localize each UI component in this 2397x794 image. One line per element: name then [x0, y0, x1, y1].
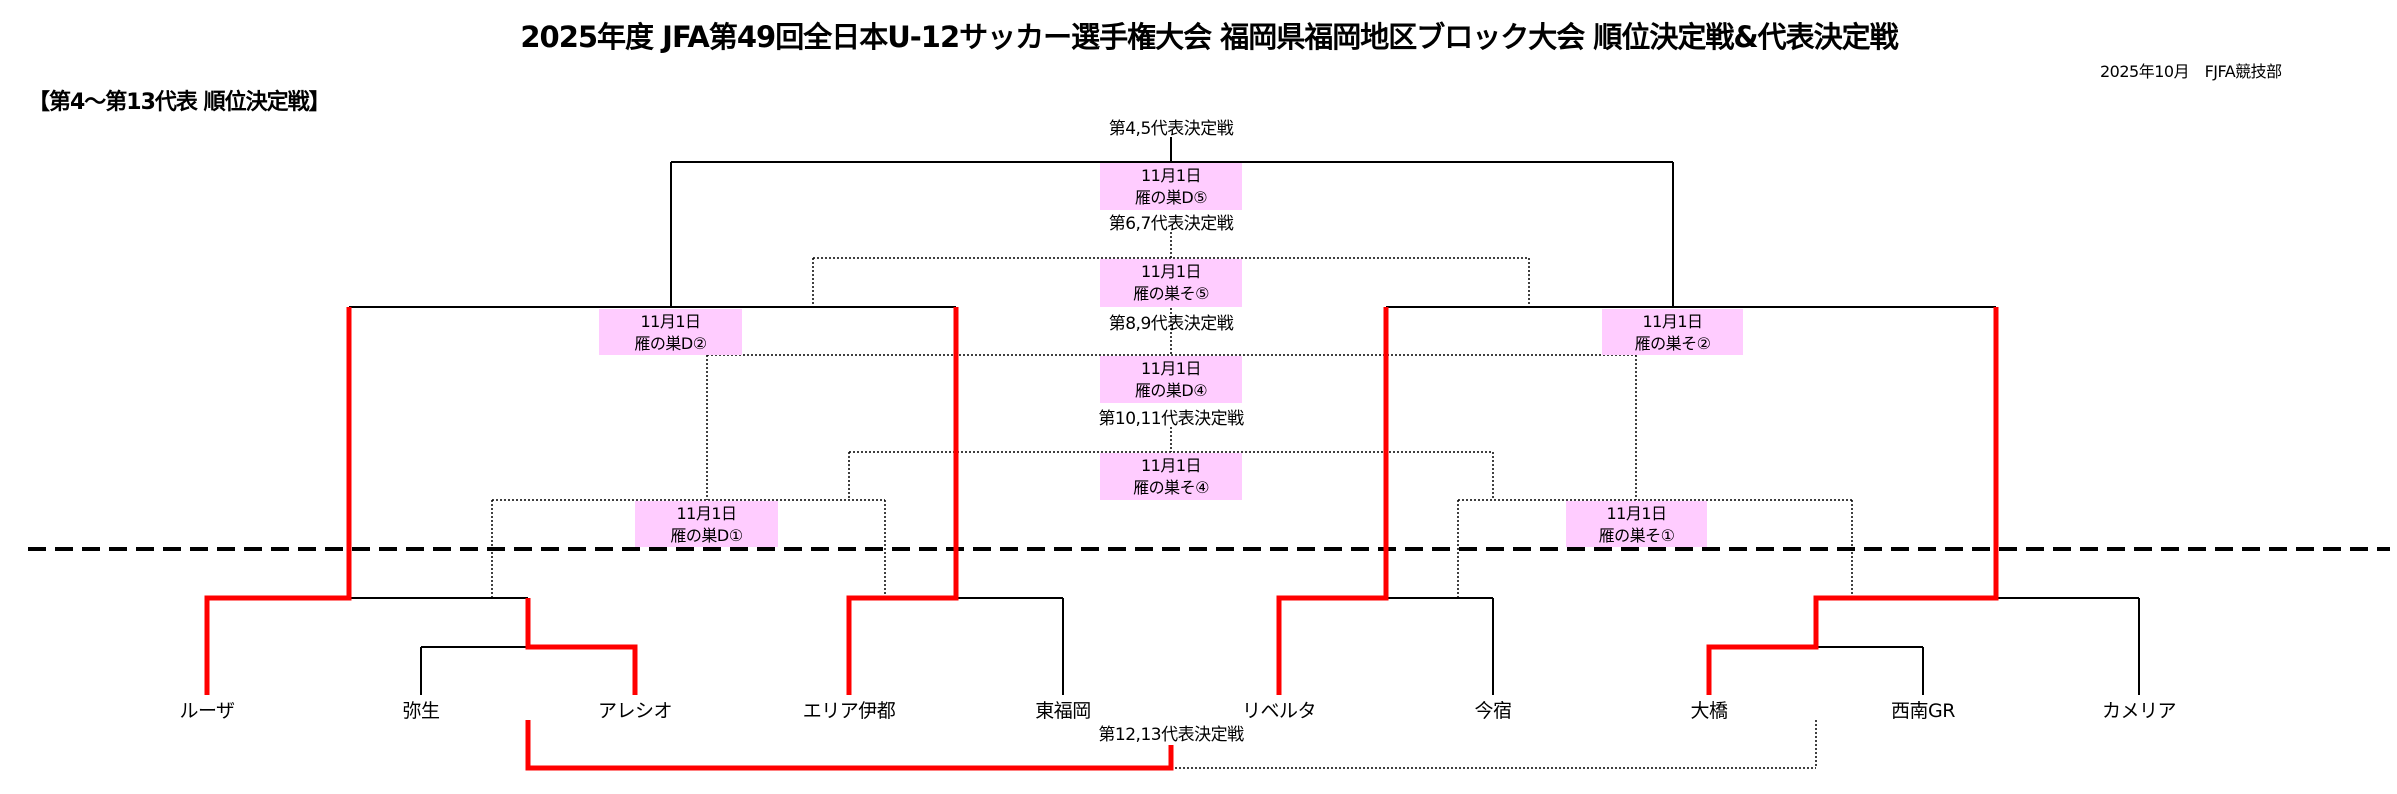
match-label-67: 第6,7代表決定戦 — [1108, 214, 1234, 234]
venue-place: 雁の巣そ② — [1634, 334, 1711, 353]
venue-date: 11月1日 — [1642, 312, 1703, 331]
venue-box-so2: 11月1日雁の巣そ② — [1602, 309, 1743, 355]
team-eria-ito: エリア伊都 — [802, 700, 896, 722]
venue-place: 雁の巣そ④ — [1133, 478, 1209, 497]
red-path-ruza — [204, 307, 352, 695]
venue-place: 雁の巣D④ — [1134, 381, 1208, 400]
red-path-riberuta — [1276, 307, 1389, 695]
venue-date: 11月1日 — [640, 312, 701, 331]
team-yayoi: 弥生 — [402, 700, 440, 722]
line-final-45 — [670, 137, 1674, 307]
venue-box-so5: 11月1日雁の巣そ⑤ — [1100, 259, 1242, 307]
red-path-eria — [846, 307, 959, 695]
venue-box-d4: 11月1日雁の巣D④ — [1100, 356, 1242, 403]
team-riberuta: リベルタ — [1241, 700, 1317, 722]
match-label-89: 第8,9代表決定戦 — [1108, 314, 1234, 334]
venue-box-so4: 11月1日雁の巣そ④ — [1100, 453, 1242, 500]
team-areshio: アレシオ — [597, 700, 673, 722]
dotted-89 — [706, 296, 1637, 500]
match-label-45: 第4,5代表決定戦 — [1108, 119, 1234, 139]
team-higashi-fukuoka: 東福岡 — [1035, 700, 1091, 722]
dotted-1213 — [1171, 720, 1817, 769]
team-imajuku: 今宿 — [1474, 700, 1512, 722]
dotted-67 — [812, 232, 1530, 307]
venue-date: 11月1日 — [1140, 166, 1202, 185]
venue-box-d1: 11月1日雁の巣D① — [635, 501, 778, 547]
line-left-r1 — [349, 597, 1064, 695]
venue-date: 11月1日 — [1140, 456, 1202, 475]
line-right-r1 — [1386, 597, 2140, 695]
venue-place: 雁の巣D⑤ — [1134, 188, 1208, 207]
match-label-1213: 第12,13代表決定戦 — [1098, 725, 1244, 745]
venue-box-d2: 11月1日雁の巣D② — [599, 309, 742, 355]
red-path-1213 — [525, 720, 1174, 771]
team-ohashi: 大橋 — [1690, 700, 1728, 722]
venue-place: 雁の巣D② — [634, 334, 707, 353]
venue-date: 11月1日 — [676, 504, 737, 523]
venue-place: 雁の巣そ① — [1598, 526, 1675, 545]
venue-place: 雁の巣D① — [670, 526, 743, 545]
venue-date: 11月1日 — [1140, 262, 1202, 281]
red-path-ohashi — [1706, 307, 1999, 695]
team-seinan-gr: 西南GR — [1891, 700, 1955, 722]
page-title: 2025年度 JFA第49回全日本U-12サッカー選手権大会 福岡県福岡地区ブロ… — [520, 20, 1898, 54]
venue-box-d5: 11月1日雁の巣D⑤ — [1100, 163, 1242, 210]
venue-place: 雁の巣そ⑤ — [1133, 284, 1209, 303]
section-title: 【第4〜第13代表 順位決定戦】 — [28, 90, 331, 115]
venue-date: 11月1日 — [1606, 504, 1667, 523]
venue-box-so1: 11月1日雁の巣そ① — [1566, 501, 1707, 547]
match-label-1011: 第10,11代表決定戦 — [1098, 409, 1244, 429]
team-kameria: カメリア — [2101, 700, 2177, 722]
team-ruza: ルーザ — [179, 700, 235, 722]
author-note: 2025年10月 FJFA競技部 — [2100, 62, 2282, 81]
venue-date: 11月1日 — [1140, 359, 1202, 378]
dotted-1011 — [848, 427, 1494, 500]
red-path-areshio — [525, 598, 638, 695]
